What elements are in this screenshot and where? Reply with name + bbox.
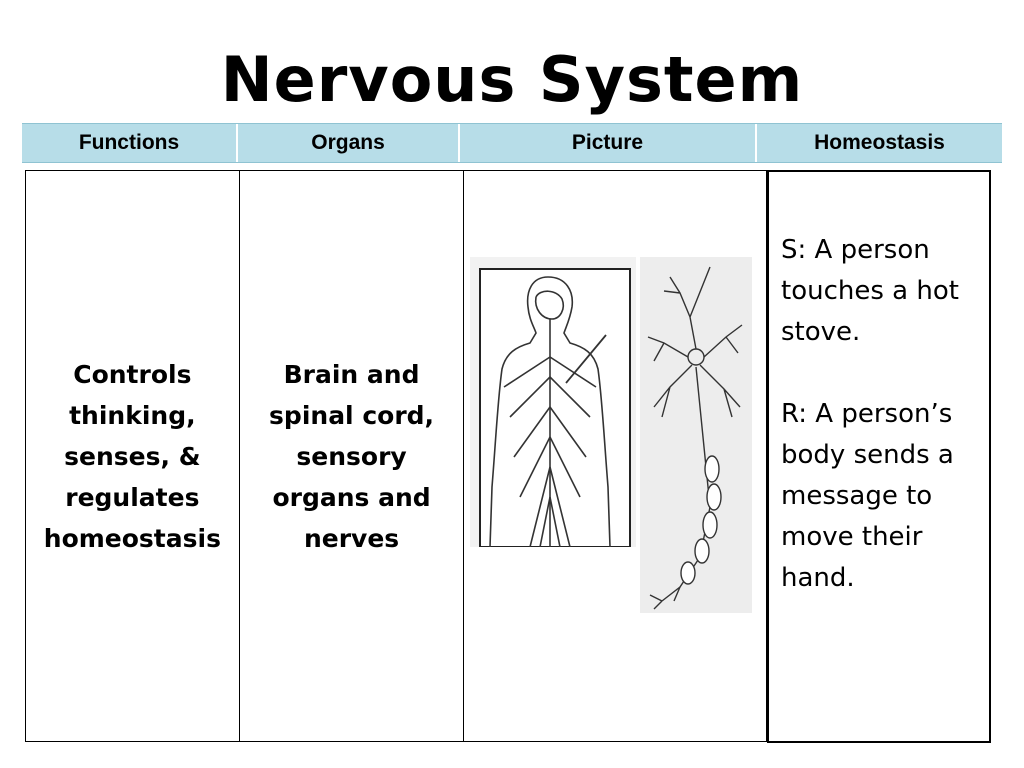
- response-text: R: A person’s body sends a message to mo…: [781, 399, 954, 593]
- header-homeostasis: Homeostasis: [814, 131, 945, 154]
- stimulus-text: S: A person touches a hot stove.: [781, 235, 959, 347]
- table-header-row: Functions Organs Picture Homeostasis: [22, 123, 1002, 163]
- header-picture: Picture: [460, 124, 757, 162]
- functions-cell: Controls thinking, senses, & regulates h…: [26, 171, 240, 741]
- human-nervous-system-image: [470, 257, 636, 547]
- header-functions: Functions: [22, 124, 238, 162]
- functions-text: Controls thinking, senses, & regulates h…: [43, 359, 221, 553]
- organs-text: Brain and spinal cord, sensory organs an…: [269, 359, 435, 553]
- page-title: Nervous System: [220, 43, 804, 116]
- content-table: Controls thinking, senses, & regulates h…: [25, 170, 767, 742]
- organs-cell: Brain and spinal cord, sensory organs an…: [240, 171, 465, 741]
- header-organs: Organs: [238, 124, 460, 162]
- homeostasis-box: S: A person touches a hot stove. R: A pe…: [767, 170, 991, 743]
- neuron-image: [640, 257, 752, 613]
